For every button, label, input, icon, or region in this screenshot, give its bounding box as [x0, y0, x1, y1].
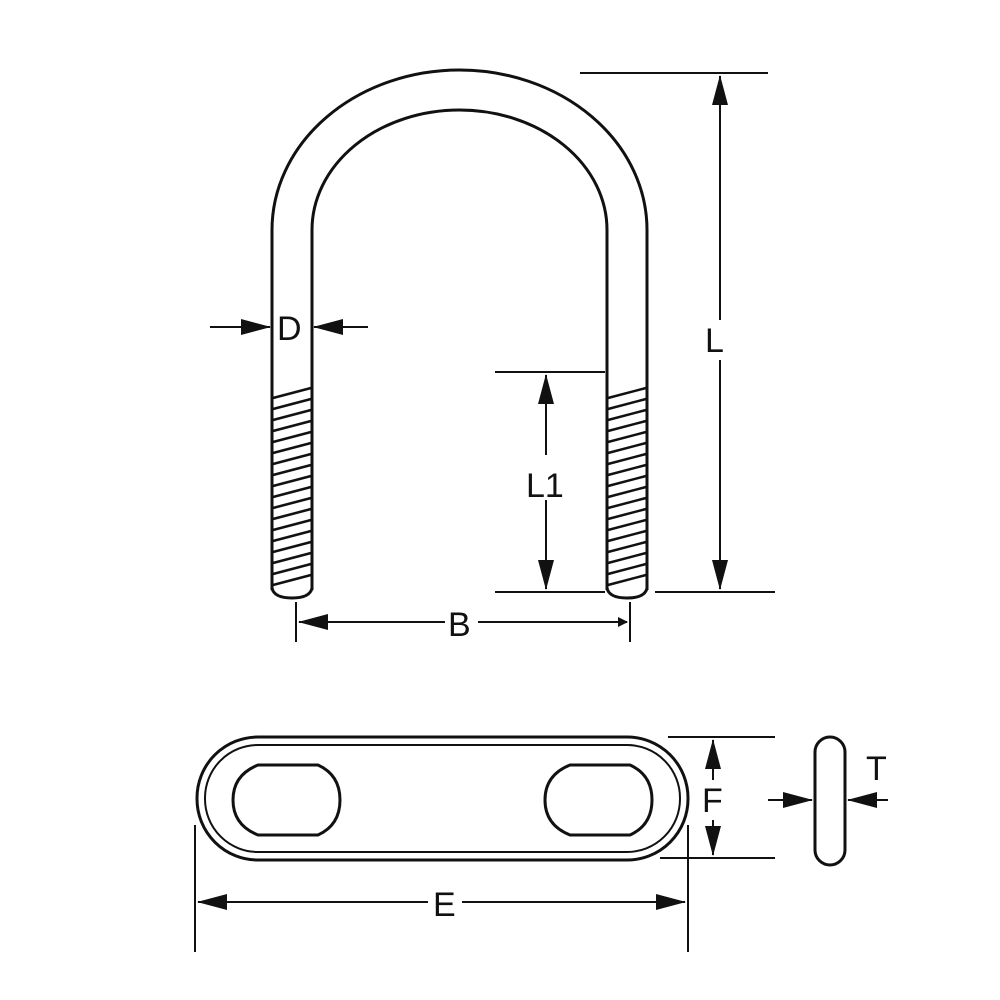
thread-line: [607, 562, 647, 576]
u-bolt-outer-outline: [270, 68, 649, 590]
left-thread: [272, 386, 312, 587]
clamp-plate: [195, 735, 690, 862]
dimension-e: E: [194, 825, 689, 952]
thread-line: [607, 408, 647, 422]
thread-line: [272, 496, 312, 510]
label-l: L: [705, 322, 724, 360]
label-d: D: [277, 310, 302, 348]
u-bolt-inner-outline: [310, 108, 609, 590]
thread-line: [272, 551, 312, 565]
thread-line: [607, 419, 647, 433]
dimension-f: F: [660, 736, 775, 859]
plate-inner-outline: [204, 744, 681, 853]
thread-line: [607, 573, 647, 587]
label-t: T: [866, 750, 887, 788]
thread-line: [607, 463, 647, 477]
plate-side-view: T: [768, 735, 888, 867]
label-e: E: [433, 886, 456, 924]
label-b: B: [448, 606, 471, 644]
right-slot: [543, 763, 654, 837]
thread-line: [272, 485, 312, 499]
thread-line: [607, 551, 647, 565]
thread-line: [607, 496, 647, 510]
thread-line: [607, 518, 647, 532]
left-leg-end: [270, 587, 314, 600]
thread-line: [272, 529, 312, 543]
thread-line: [272, 386, 312, 400]
right-leg-end: [605, 587, 649, 600]
thread-line: [607, 540, 647, 554]
thread-line: [272, 430, 312, 444]
thread-line: [607, 529, 647, 543]
plate-side-outline: [813, 735, 847, 867]
thread-line: [607, 474, 647, 488]
dimension-l1: L1: [495, 371, 605, 593]
thread-line: [607, 430, 647, 444]
thread-line: [607, 485, 647, 499]
thread-line: [607, 441, 647, 455]
thread-line: [272, 463, 312, 477]
thread-line: [272, 441, 312, 455]
thread-line: [607, 452, 647, 466]
thread-line: [272, 419, 312, 433]
label-f: F: [702, 782, 723, 820]
thread-line: [272, 474, 312, 488]
u-bolt: [270, 68, 649, 600]
thread-line: [272, 397, 312, 411]
right-thread: [607, 386, 647, 587]
thread-line: [607, 386, 647, 400]
thread-line: [272, 562, 312, 576]
thread-line: [607, 507, 647, 521]
dimension-l: L: [580, 72, 775, 593]
plate-outer-outline: [195, 735, 690, 862]
thread-line: [272, 573, 312, 587]
thread-line: [272, 518, 312, 532]
thread-line: [607, 397, 647, 411]
thread-line: [272, 452, 312, 466]
dimension-b: B: [295, 602, 631, 644]
thread-line: [272, 408, 312, 422]
thread-line: [272, 540, 312, 554]
dimension-d: D: [210, 310, 368, 348]
label-l1: L1: [526, 467, 564, 505]
left-slot: [231, 763, 342, 837]
thread-line: [272, 507, 312, 521]
